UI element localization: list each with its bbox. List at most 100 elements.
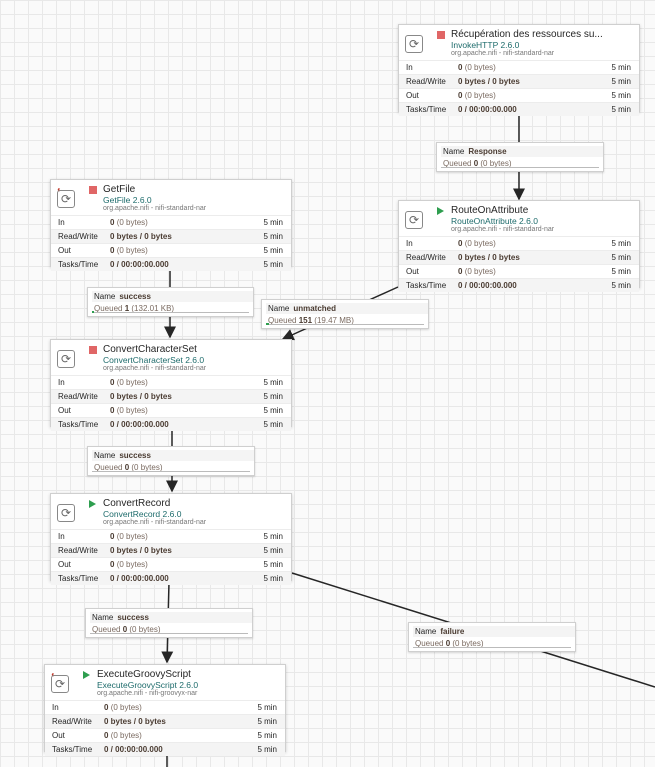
connection-queued-size: (0 bytes)	[480, 159, 512, 168]
stat-label-out: Out	[58, 246, 71, 255]
stat-window-in: 5 min	[611, 239, 631, 248]
stat-label-in: In	[58, 532, 65, 541]
stat-bytes-in: (0 bytes)	[110, 703, 142, 712]
stat-label-rw: Read/Write	[58, 232, 98, 241]
connection-name-label: Name	[94, 292, 116, 301]
connection-name: success	[119, 292, 151, 301]
stat-window-rw: 5 min	[263, 546, 283, 555]
processor-name: ExecuteGroovyScript	[97, 669, 191, 680]
connection-queued-label: Queued	[268, 316, 297, 325]
stat-bytes-in: (0 bytes)	[116, 532, 148, 541]
processor-bundle: org.apache.nifi - nifi-standard-nar	[451, 226, 555, 233]
stat-window-out: 5 min	[257, 731, 277, 740]
queue-fill-level	[266, 323, 269, 325]
stat-count-in: 0	[110, 378, 115, 387]
stat-label-in: In	[52, 703, 59, 712]
connection-queued-count: 0	[122, 625, 128, 634]
connection-name-label: Name	[268, 304, 290, 313]
connection-name-label: Name	[415, 627, 437, 636]
stat-label-out: Out	[58, 560, 71, 569]
stat-value-in: 0 (0 bytes)	[104, 701, 142, 714]
processor-bundle: org.apache.nifi - nifi-standard-nar	[103, 365, 207, 372]
stat-count-in: 0	[458, 239, 463, 248]
stat-label-rw: Read/Write	[58, 546, 98, 555]
connection-queued-count: 0	[124, 463, 130, 472]
connection-queued-row: Queued 0 (0 bytes)	[90, 624, 161, 635]
stopped-icon	[89, 186, 97, 194]
connection-queued-label: Queued	[415, 639, 444, 648]
connection-name-label: Name	[94, 451, 116, 460]
stat-label-rw: Read/Write	[406, 253, 446, 262]
stat-count-out: 0	[104, 731, 109, 740]
stat-label-out: Out	[52, 731, 65, 740]
processor-name: ConvertRecord	[103, 498, 171, 509]
processor-type: RouteOnAttribute 2.6.0	[451, 216, 538, 226]
connection-name: Response	[468, 147, 507, 156]
stat-text-tasks: 0 / 00:00:00.000	[458, 105, 517, 114]
stat-value-in: 0 (0 bytes)	[458, 237, 496, 250]
stat-label-tasks: Tasks/Time	[58, 260, 99, 269]
running-icon	[83, 671, 90, 679]
stat-count-in: 0	[458, 63, 463, 72]
processor-invokehttp[interactable]: ⟳Récupération des ressources su...Invoke…	[398, 24, 640, 116]
stat-window-in: 5 min	[263, 378, 283, 387]
stat-value-out: 0 (0 bytes)	[110, 244, 148, 257]
processor-icon: ⟳	[405, 211, 423, 229]
stat-value-tasks: 0 / 00:00:00.000	[110, 418, 169, 431]
stat-bytes-out: (0 bytes)	[116, 406, 148, 415]
stat-text-rw: 0 bytes / 0 bytes	[110, 546, 172, 555]
processor-bundle: org.apache.nifi - nifi-groovyx-nar	[97, 690, 198, 697]
stopped-icon	[89, 346, 97, 354]
stat-value-out: 0 (0 bytes)	[110, 404, 148, 417]
stat-label-out: Out	[406, 267, 419, 276]
connection-queued-count: 0	[445, 639, 451, 648]
connection-queued-label: Queued	[94, 463, 123, 472]
stat-window-in: 5 min	[611, 63, 631, 72]
stat-text-tasks: 0 / 00:00:00.000	[110, 260, 169, 269]
stat-label-in: In	[58, 378, 65, 387]
processor-bundle: org.apache.nifi - nifi-standard-nar	[451, 50, 555, 57]
stat-value-tasks: 0 / 00:00:00.000	[458, 103, 517, 116]
processor-type: ConvertCharacterSet 2.6.0	[103, 355, 205, 365]
stat-value-tasks: 0 / 00:00:00.000	[104, 743, 163, 756]
processor-name: RouteOnAttribute	[451, 205, 529, 216]
queue-fill-level	[92, 311, 94, 313]
stat-label-tasks: Tasks/Time	[58, 420, 99, 429]
queue-fill-bar	[90, 633, 248, 634]
stat-window-out: 5 min	[263, 560, 283, 569]
processor-icon: ⟳	[57, 190, 75, 208]
stat-bytes-out: (0 bytes)	[116, 246, 148, 255]
processor-name: ConvertCharacterSet	[103, 344, 197, 355]
stat-text-tasks: 0 / 00:00:00.000	[458, 281, 517, 290]
running-icon	[89, 500, 96, 508]
connection-name: unmatched	[293, 304, 337, 313]
processor-type: GetFile 2.6.0	[103, 195, 152, 205]
stat-window-rw: 5 min	[257, 717, 277, 726]
stat-count-out: 0	[110, 406, 115, 415]
